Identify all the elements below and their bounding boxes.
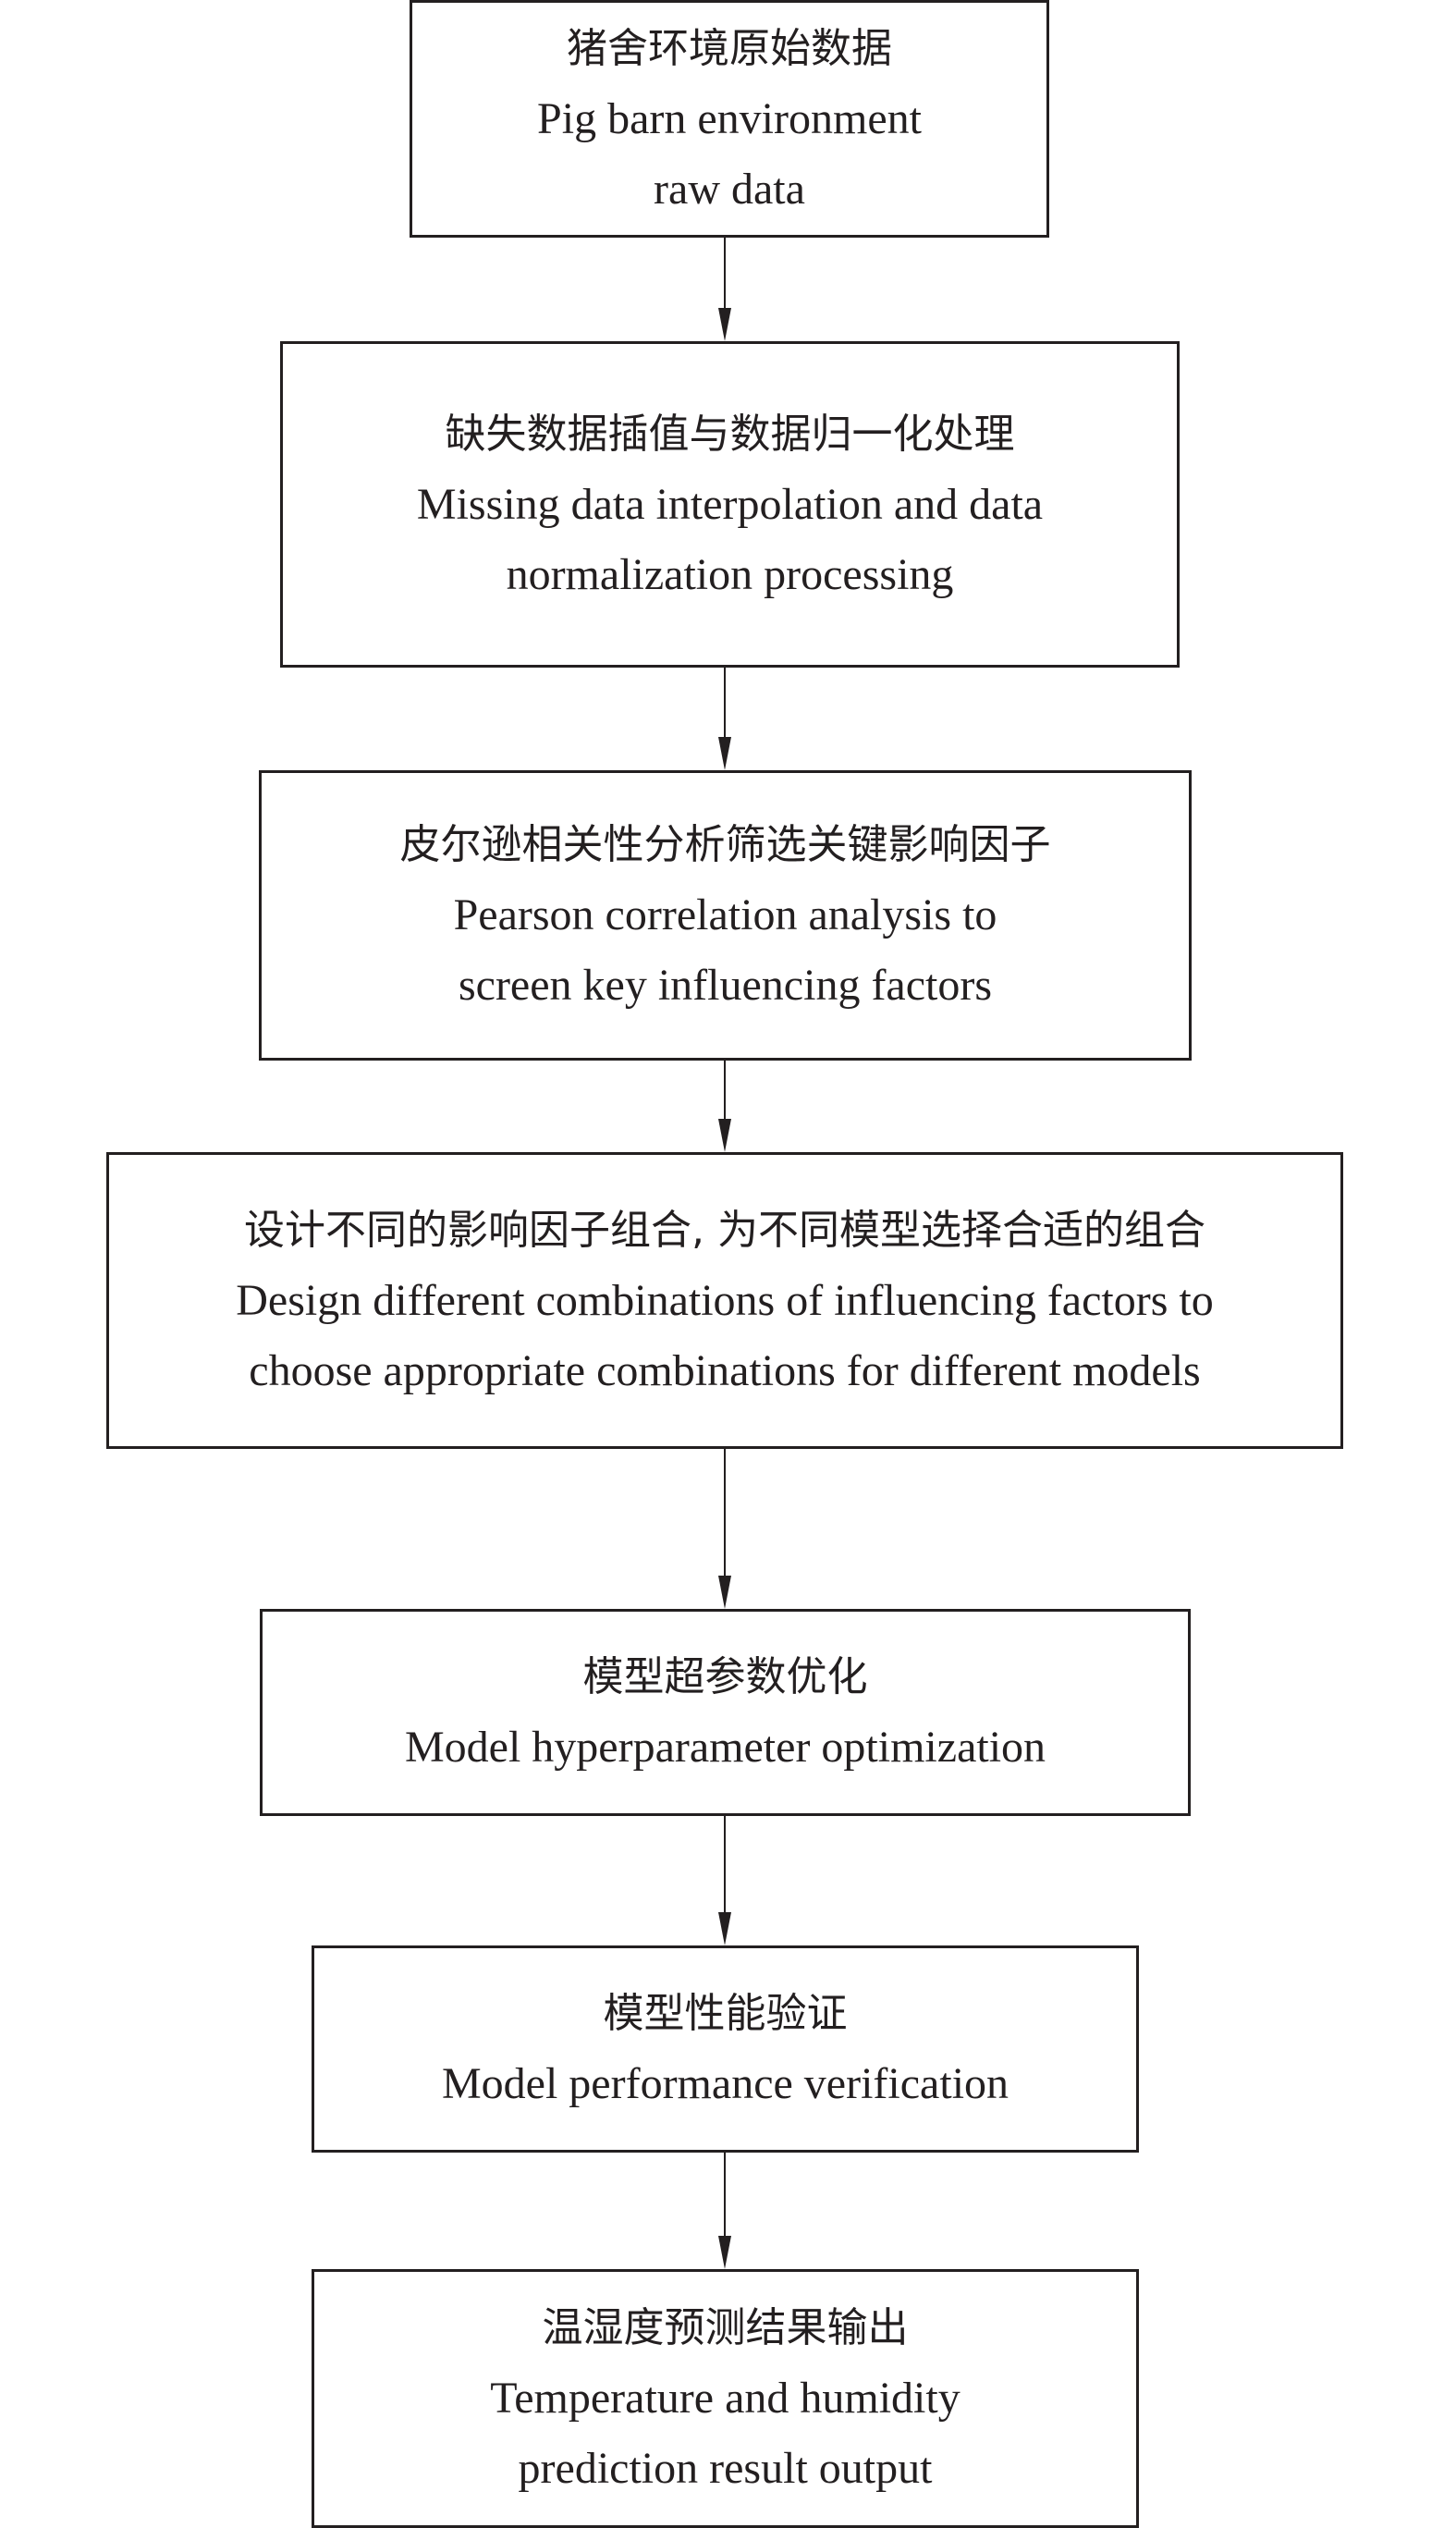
arrowhead-icon (718, 1119, 731, 1152)
step-performance-verification: 模型性能验证 Model performance verification (312, 1945, 1139, 2153)
step-factor-combinations: 设计不同的影响因子组合, 为不同模型选择合适的组合 Design differe… (106, 1152, 1343, 1449)
arrowhead-icon (718, 2236, 731, 2269)
step-prediction-output: 温湿度预测结果输出 Temperature and humidity predi… (312, 2269, 1139, 2528)
step-label-en-line2: screen key influencing factors (458, 961, 993, 1010)
step-label-en-line1: Model hyperparameter optimization (404, 1723, 1046, 1772)
step-label-en-line1: Pearson correlation analysis to (453, 890, 997, 939)
step-preprocessing: 缺失数据插值与数据归一化处理 Missing data interpolatio… (280, 341, 1180, 668)
step-label-cn: 温湿度预测结果输出 (542, 2304, 909, 2351)
step-label-cn: 皮尔逊相关性分析筛选关键影响因子 (399, 821, 1051, 868)
step-label-en-line2: choose appropriate combinations for diff… (249, 1345, 1201, 1395)
arrowhead-icon (718, 308, 731, 341)
step-raw-data: 猪舍环境原始数据 Pig barn environment raw data (410, 0, 1049, 238)
step-label-en-line1: Temperature and humidity (490, 2374, 960, 2423)
step-label-cn: 猪舍环境原始数据 (567, 24, 892, 72)
step-label-en-line1: Pig barn environment (537, 93, 922, 143)
step-label-cn: 模型超参数优化 (582, 1653, 868, 1700)
arrowhead-icon (718, 1576, 731, 1609)
step-pearson-analysis: 皮尔逊相关性分析筛选关键影响因子 Pearson correlation ana… (259, 770, 1192, 1061)
arrowhead-icon (718, 1912, 731, 1945)
step-label-cn: 模型性能验证 (603, 1990, 848, 2037)
step-label-en-line2: raw data (654, 164, 805, 214)
step-label-en-line1: Missing data interpolation and data (416, 479, 1044, 529)
step-label-cn: 设计不同的影响因子组合, 为不同模型选择合适的组合 (244, 1206, 1205, 1254)
step-label-en-line1: Design different combinations of influen… (236, 1275, 1214, 1325)
step-label-en-line2: prediction result output (518, 2444, 933, 2493)
step-label-en-line1: Model performance verification (441, 2059, 1009, 2108)
arrowhead-icon (718, 737, 731, 770)
step-label-en-line2: normalization processing (506, 549, 954, 599)
step-label-cn: 缺失数据插值与数据归一化处理 (445, 410, 1015, 458)
step-hyperparameter-optimization: 模型超参数优化 Model hyperparameter optimizatio… (260, 1609, 1191, 1816)
